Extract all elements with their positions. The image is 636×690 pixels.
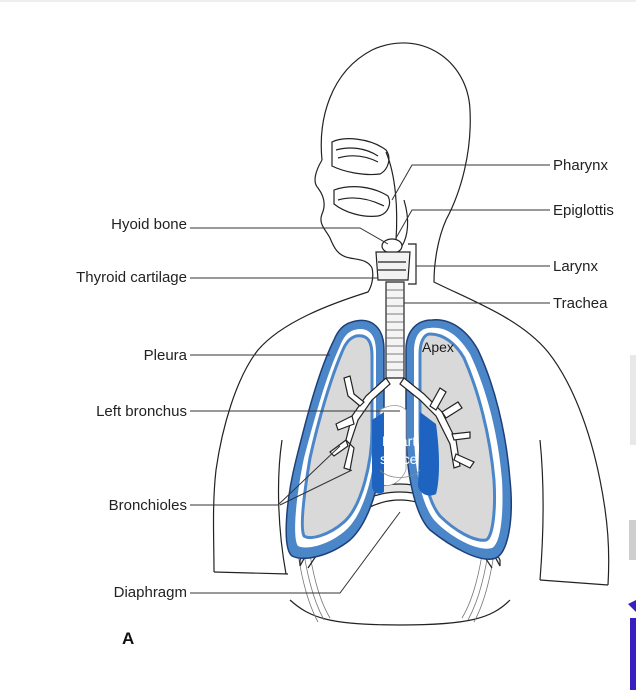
label-trachea: Trachea (553, 295, 608, 312)
edge-purple-mark (628, 600, 636, 612)
label-bronchioles: Bronchioles (109, 497, 187, 514)
label-apex: Apex (422, 339, 454, 355)
edge-purple-strip (630, 618, 636, 690)
label-pharynx: Pharynx (553, 157, 609, 174)
leader-hyoid-bone (190, 228, 388, 244)
label-epiglottis: Epiglottis (553, 202, 614, 219)
label-heart-line1: Heart (382, 433, 416, 449)
edge-gray-strip (630, 355, 636, 445)
label-left-bronchus: Left bronchus (96, 403, 187, 420)
label-thyroid-cartilage: Thyroid cartilage (76, 269, 187, 286)
label-hyoid-bone: Hyoid bone (111, 216, 187, 233)
figure-letter: A (122, 629, 134, 648)
leader-epiglottis (396, 210, 550, 238)
label-pleura: Pleura (144, 347, 188, 364)
label-heart-line2: space (380, 451, 418, 467)
label-larynx: Larynx (553, 258, 599, 275)
label-diaphragm: Diaphragm (114, 584, 187, 601)
leader-pharynx (392, 165, 550, 200)
edge-gray-strip-2 (629, 520, 636, 560)
